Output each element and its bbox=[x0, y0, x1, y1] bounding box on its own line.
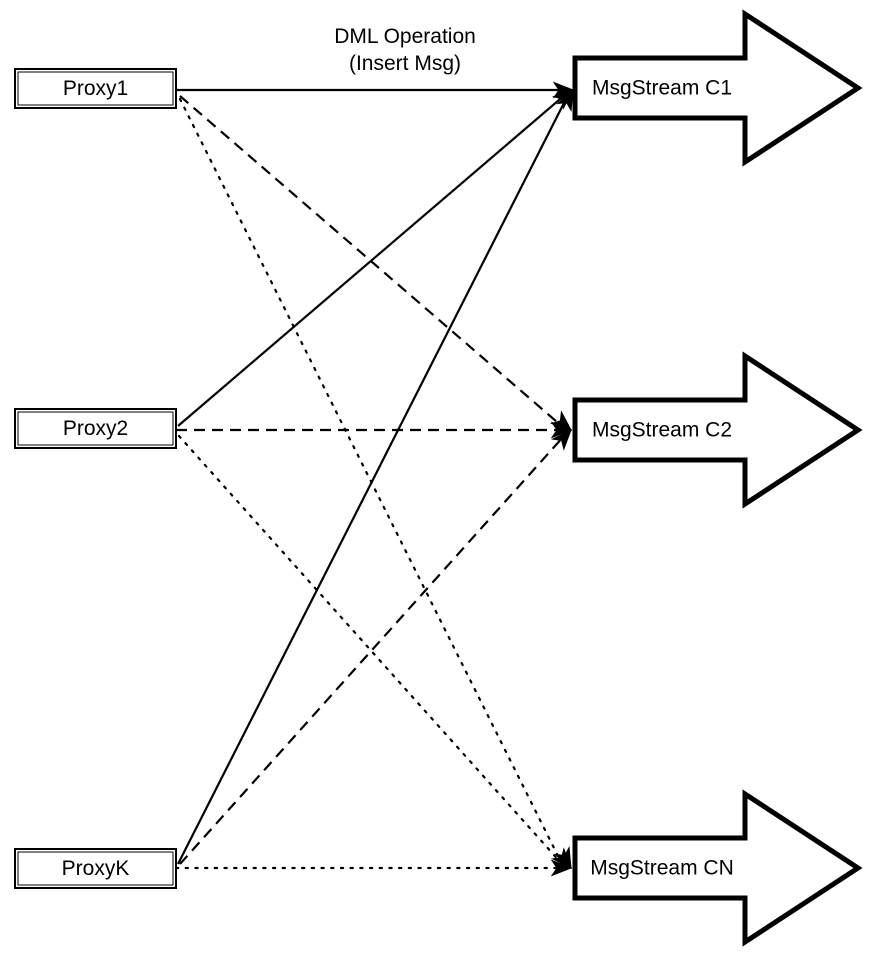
msgstream-stream_cn[interactable]: MsgStream CN bbox=[572, 789, 863, 947]
msgstream-label: MsgStream C2 bbox=[592, 419, 732, 442]
edge-caption-line-1: DML Operation bbox=[334, 25, 476, 48]
arrowhead-ah-cn-c bbox=[550, 859, 573, 877]
msgstream-stream_c1[interactable]: MsgStream C1 bbox=[572, 9, 863, 167]
connection-p1-c2 bbox=[179, 95, 565, 429]
proxy-box-outline bbox=[14, 848, 177, 889]
proxy-box-outline bbox=[14, 408, 177, 449]
proxy-box-outline bbox=[14, 68, 177, 109]
arrowheads-layer bbox=[550, 81, 575, 877]
connection-p2-c1 bbox=[177, 93, 567, 427]
proxy-node-proxyk[interactable]: ProxyK bbox=[14, 848, 177, 889]
arrowhead-ah-c1-c bbox=[556, 88, 574, 112]
msgstream-label: MsgStream CN bbox=[590, 857, 734, 880]
arrowhead-ah-cn-b bbox=[551, 847, 572, 870]
msgstream-arrow-shape bbox=[572, 789, 863, 947]
arrowhead-ah-c2-b bbox=[550, 421, 573, 439]
msgstream-stream_c2[interactable]: MsgStream C2 bbox=[572, 351, 863, 509]
arrowhead-ah-c2-c bbox=[551, 428, 572, 451]
proxy-box-inner-outline bbox=[17, 71, 174, 106]
proxy-label: Proxy1 bbox=[63, 77, 128, 100]
msgstream-arrow-shape bbox=[572, 9, 863, 167]
edge-caption: DML Operation (Insert Msg) bbox=[334, 25, 476, 75]
msgstream-label: MsgStream C1 bbox=[592, 77, 732, 100]
connections-layer bbox=[174, 88, 568, 870]
connection-pk-c1 bbox=[177, 96, 568, 865]
proxy-box-inner-outline bbox=[17, 851, 174, 886]
proxy-box-inner-outline bbox=[17, 411, 174, 446]
connection-pk-c2 bbox=[179, 435, 565, 865]
proxy-node-proxy1[interactable]: Proxy1 bbox=[14, 68, 177, 109]
edge-caption-line-2: (Insert Msg) bbox=[349, 52, 461, 75]
msgstream-arrow-shape bbox=[572, 351, 863, 509]
connection-p2-cn bbox=[177, 434, 564, 866]
proxy-label: Proxy2 bbox=[63, 417, 128, 440]
proxy-node-proxy2[interactable]: Proxy2 bbox=[14, 408, 177, 449]
proxy-label: ProxyK bbox=[62, 857, 130, 880]
streams-layer: MsgStream C1 MsgStream C2 MsgStream CN bbox=[572, 9, 863, 947]
